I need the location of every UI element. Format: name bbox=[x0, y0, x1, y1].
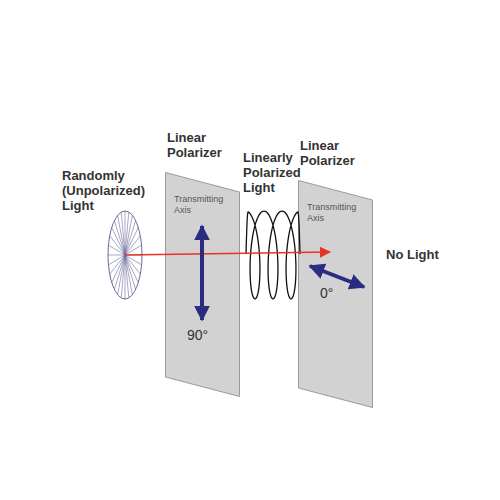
polarizer-outline bbox=[299, 181, 373, 408]
angle-label: 0° bbox=[320, 285, 333, 301]
polarization-ray bbox=[118, 215, 125, 255]
linear-polarizer: Linear PolarizerTransmitting Axis0° bbox=[298, 180, 373, 408]
transmitting-axis-arrow bbox=[200, 226, 204, 320]
result-label: No Light bbox=[386, 247, 439, 262]
polarizer-heading: Linear Polarizer bbox=[167, 130, 239, 160]
polarization-ray bbox=[108, 255, 125, 256]
light-label: Linearly Polarized Light bbox=[243, 150, 309, 195]
polarization-ray bbox=[125, 255, 132, 295]
polarizer-outline bbox=[166, 173, 240, 397]
polarization-ray bbox=[110, 255, 125, 274]
polarization-ray bbox=[125, 255, 129, 298]
polarization-ray bbox=[125, 245, 142, 255]
axis-caption: Transmitting Axis bbox=[307, 202, 365, 224]
polarization-ray bbox=[121, 212, 125, 255]
axis-caption: Transmitting Axis bbox=[174, 194, 232, 216]
polarization-ray bbox=[108, 255, 125, 265]
light-label: Randomly (Unpolarized) Light bbox=[62, 168, 162, 213]
angle-label: 90° bbox=[187, 327, 208, 343]
polarizer-heading: Linear Polarizer bbox=[300, 138, 372, 168]
polarization-ray bbox=[125, 236, 140, 255]
polarized-wave bbox=[246, 211, 300, 299]
